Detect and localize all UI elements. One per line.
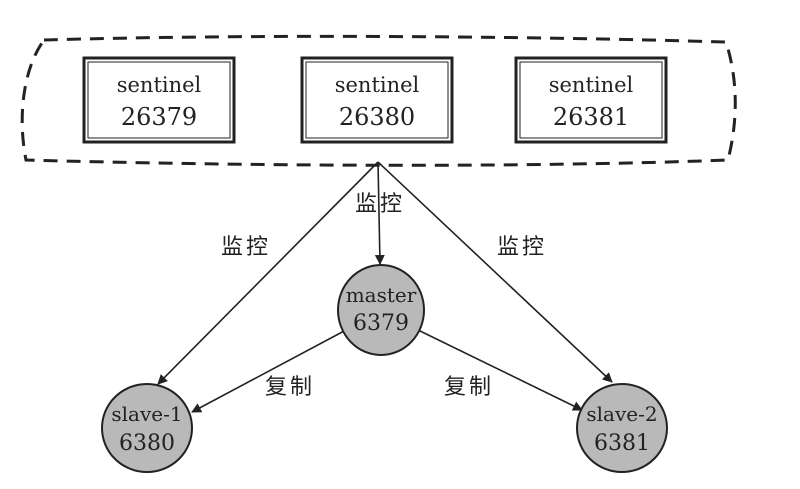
sentinel-name-label: sentinel [117,73,202,97]
slave-2-node: slave-2 6381 [576,383,668,473]
sentinel-box-inner-edge [87,61,231,139]
sentinel-name-label: sentinel [335,73,420,97]
slave-1-node: slave-1 6380 [101,383,193,473]
monitor-arrow-slave-2 [377,161,613,383]
sentinel-name-label: sentinel [549,73,634,97]
sentinel-port-label: 26380 [339,103,415,131]
sentinel-box [82,56,236,144]
monitor-label-left: 监控 [221,235,271,260]
replicate-arrow-slave-1 [191,329,347,413]
sentinel-port-label: 26381 [553,103,629,131]
sentinel-box-inner-edge [519,61,663,139]
slave-1-port-label: 6380 [119,431,175,456]
monitor-label-center: 监控 [355,192,405,217]
master-node: master 6379 [337,264,425,356]
monitor-arrow-master [374,161,385,265]
sentinel-box-inner-edge [305,61,449,139]
replicate-arrow-slave-2 [417,329,583,411]
monitor-arrow-slave-1 [157,161,379,385]
sentinel-node-26379: sentinel 26379 [82,56,236,144]
slave-2-port-label: 6381 [594,431,650,456]
sentinel-node-26381: sentinel 26381 [514,56,668,144]
master-name-label: master [346,283,417,307]
sentinel-box [514,56,668,144]
sentinel-node-26380: sentinel 26380 [300,56,454,144]
master-circle [337,264,425,356]
slave-2-circle [576,383,668,473]
slave-1-circle [101,383,193,473]
slave-2-name-label: slave-2 [586,402,657,426]
replicate-label-right: 复制 [444,375,494,400]
sentinel-group-boundary [20,34,737,167]
monitor-label-right: 监控 [497,235,547,260]
sentinel-box [300,56,454,144]
slave-1-name-label: slave-1 [111,402,182,426]
sentinel-port-label: 26379 [121,103,197,131]
replicate-label-left: 复制 [265,375,315,400]
master-port-label: 6379 [353,311,409,336]
